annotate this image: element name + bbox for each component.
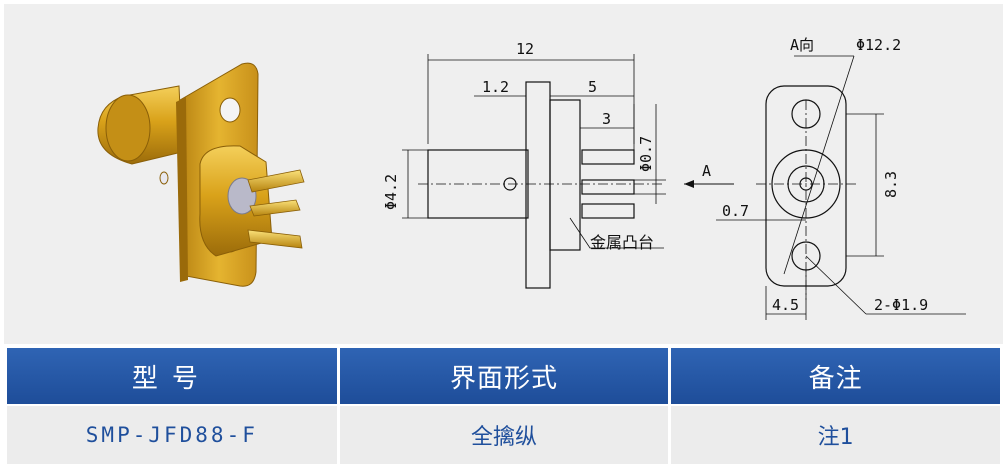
view-arrow-label: A bbox=[702, 162, 711, 180]
dim-hole-spacing: 8.3 bbox=[882, 171, 900, 198]
technical-drawing-panel: 12 1.2 5 3 Φ0.7 Φ4.2 A 金属凸台 bbox=[4, 4, 1003, 344]
cell-model: SMP-JFD88-F bbox=[7, 406, 337, 464]
side-view-drawing bbox=[402, 54, 734, 289]
header-model: 型号 bbox=[7, 348, 337, 404]
spec-table: 型号 界面形式 备注 SMP-JFD88-F 全擒纵 注1 bbox=[4, 346, 1003, 466]
connector-drawings: 12 1.2 5 3 Φ0.7 Φ4.2 A 金属凸台 bbox=[97, 36, 966, 320]
dim-flange-offset: 1.2 bbox=[482, 78, 509, 96]
dim-flange-width: Φ12.2 bbox=[856, 36, 901, 54]
dim-half-width: 4.5 bbox=[772, 296, 799, 314]
header-note: 备注 bbox=[671, 348, 1000, 404]
dim-length: 12 bbox=[516, 40, 534, 58]
connector-3d-render bbox=[97, 62, 305, 287]
dim-body-diameter: Φ4.2 bbox=[382, 174, 400, 210]
dim-pin-diameter: Φ0.7 bbox=[637, 136, 655, 172]
view-arrow-icon bbox=[684, 180, 694, 188]
dim-pin-spacing: 3 bbox=[602, 110, 611, 128]
end-view-label: A向 bbox=[790, 36, 814, 54]
cell-note: 注1 bbox=[671, 406, 1000, 464]
table-header-row: 型号 界面形式 备注 bbox=[7, 348, 1000, 404]
dim-pin-length: 5 bbox=[588, 78, 597, 96]
dim-holes: 2-Φ1.9 bbox=[874, 296, 928, 314]
table-row: SMP-JFD88-F 全擒纵 注1 bbox=[7, 406, 1000, 464]
header-interface: 界面形式 bbox=[339, 348, 669, 404]
dim-center-offset: 0.7 bbox=[722, 202, 749, 220]
cell-interface: 全擒纵 bbox=[339, 406, 669, 464]
boss-label: 金属凸台 bbox=[590, 233, 654, 252]
end-view-drawing bbox=[716, 55, 966, 320]
